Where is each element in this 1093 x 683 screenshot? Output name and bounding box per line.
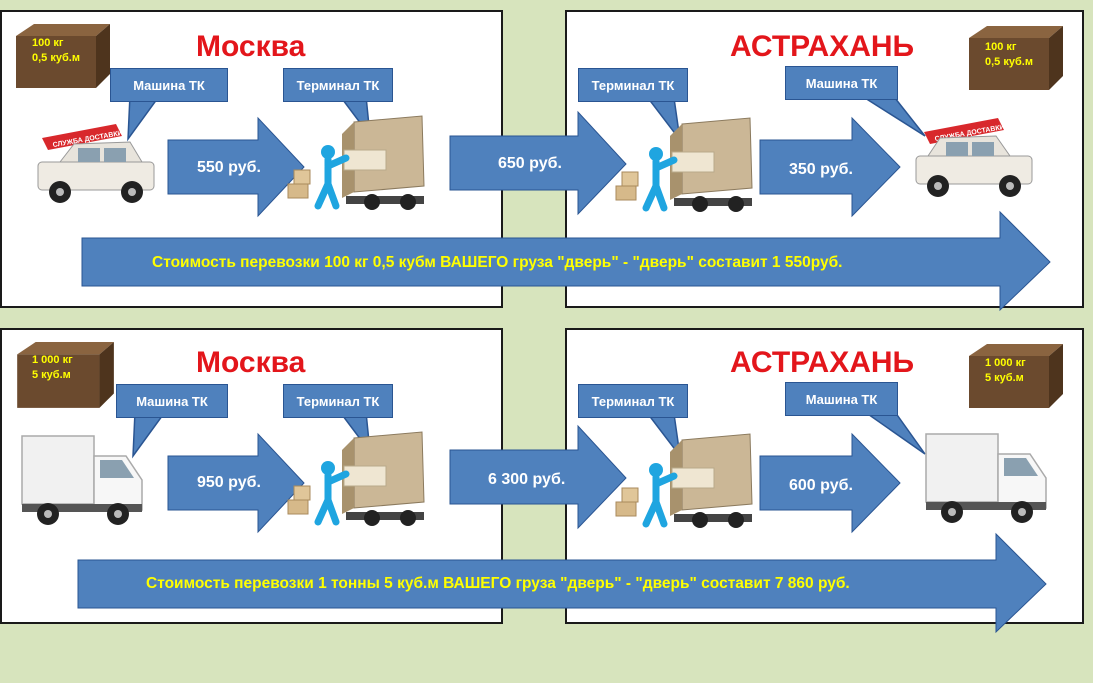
cargo-box-icon <box>17 342 114 408</box>
cargo-box-icon <box>16 24 110 88</box>
price-delivery-row1: 350 руб. <box>789 161 853 178</box>
callout-car-row2-left: Машина ТК <box>116 384 228 418</box>
terminal-truck-icon <box>615 117 753 212</box>
arrow-pickup-row1 <box>167 116 305 218</box>
delivery-car-icon: СЛУЖБА ДОСТАВКИ <box>915 118 1033 197</box>
summary-text-row1: Стоимость перевозки 100 кг 0,5 кубм ВАШЕ… <box>152 254 843 271</box>
price-delivery-row2: 600 руб. <box>789 477 853 494</box>
summary-arrow-row1 <box>81 210 1051 312</box>
price-pickup-row2: 950 руб. <box>197 474 261 491</box>
cargo-box-icon <box>969 344 1063 408</box>
callout-car-row1-right: Машина ТК <box>785 66 898 100</box>
arrow-delivery-row2 <box>759 432 901 534</box>
callout-car-row1-left: Машина ТК <box>110 68 228 102</box>
delivery-car-icon: СЛУЖБА ДОСТАВКИ <box>37 124 155 203</box>
callout-terminal-row1-left: Терминал ТК <box>283 68 393 102</box>
arrow-delivery-row1 <box>759 116 901 218</box>
arrow-transit-row1 <box>449 110 627 216</box>
city-moscow-row1: Москва <box>196 30 306 63</box>
callout-car-row2-right: Машина ТК <box>785 382 898 416</box>
city-astrakhan-row1: АСТРАХАНЬ <box>730 30 915 63</box>
price-transit-row1: 650 руб. <box>498 155 562 172</box>
callout-terminal-row1-right: Терминал ТК <box>578 68 688 102</box>
delivery-van-icon <box>21 435 143 525</box>
city-moscow-row2: Москва <box>196 346 306 379</box>
arrow-transit-row2 <box>449 424 627 530</box>
arrow-pickup-row2 <box>167 432 305 534</box>
price-pickup-row1: 550 руб. <box>197 159 261 176</box>
city-astrakhan-row2: АСТРАХАНЬ <box>730 346 915 379</box>
terminal-truck-icon <box>287 115 425 210</box>
cargo-box-icon <box>969 26 1063 90</box>
summary-arrow-row2 <box>77 532 1047 634</box>
terminal-truck-icon <box>615 433 753 528</box>
terminal-truck-icon <box>287 431 425 526</box>
price-transit-row2: 6 300 руб. <box>488 471 566 488</box>
delivery-van-icon <box>925 433 1047 523</box>
callout-terminal-row2-right: Терминал ТК <box>578 384 688 418</box>
callout-terminal-row2-left: Терминал ТК <box>283 384 393 418</box>
summary-text-row2: Стоимость перевозки 1 тонны 5 куб.м ВАШЕ… <box>146 575 850 592</box>
